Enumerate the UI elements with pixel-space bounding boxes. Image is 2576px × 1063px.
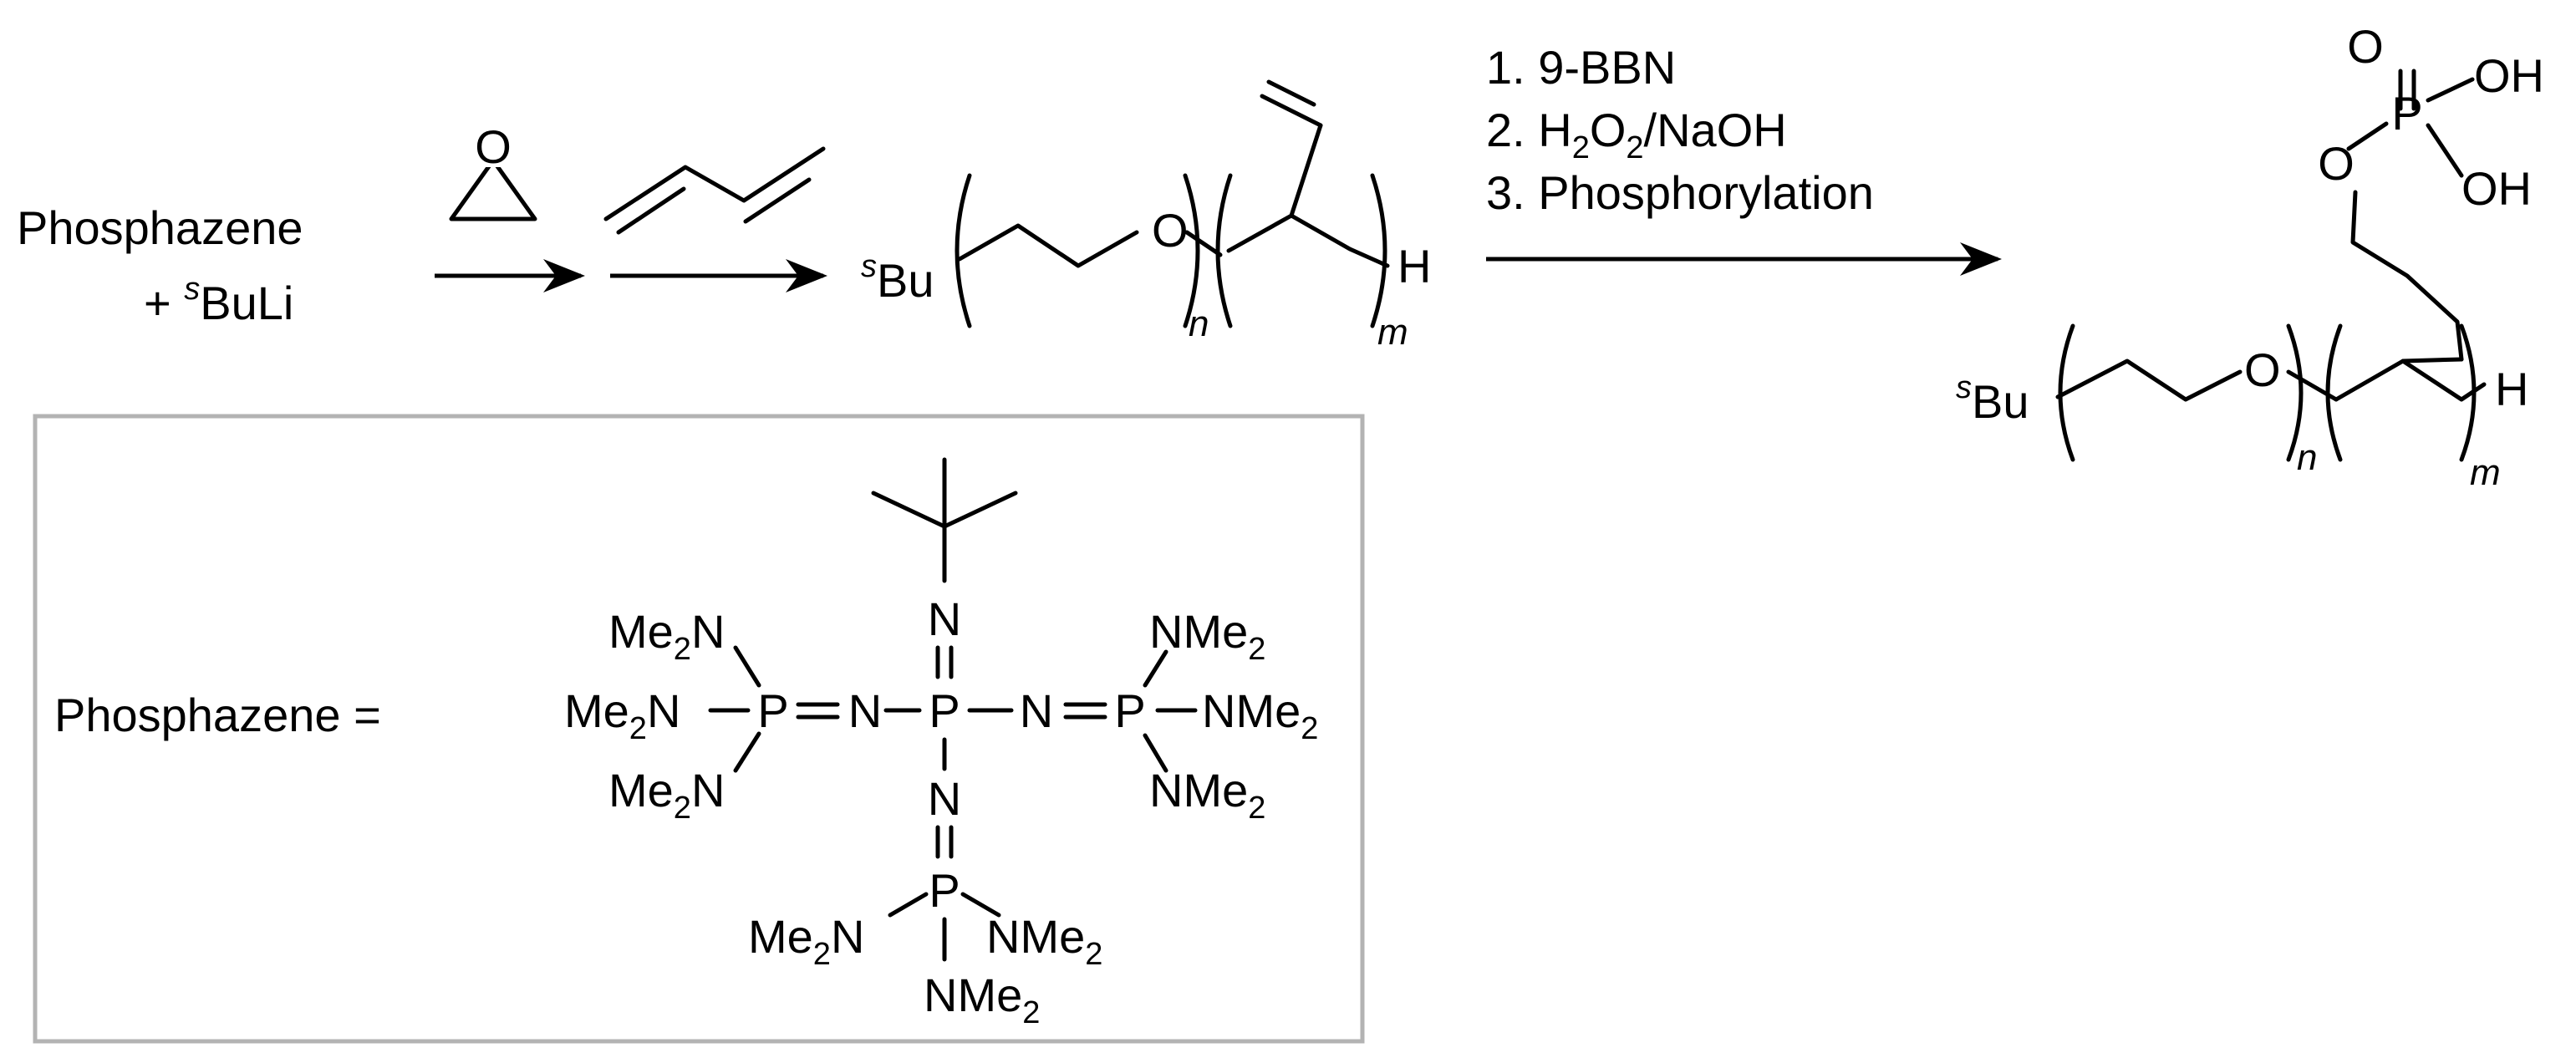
right-phosphorus: P bbox=[1114, 684, 1145, 737]
epoxide-oxygen: O bbox=[475, 120, 512, 173]
sbuli-label: + sBuLi bbox=[144, 272, 293, 329]
condition-step-2: 2. H2O2/NaOH bbox=[1486, 104, 1787, 165]
pb-close-paren bbox=[1370, 173, 1387, 328]
vinyl-double-1 bbox=[1260, 94, 1323, 128]
butadiene bbox=[603, 146, 826, 221]
right-p-nme2-right: NMe2 bbox=[1202, 684, 1318, 746]
product-ether-oxygen: O bbox=[2244, 343, 2281, 396]
pb-backbone bbox=[1226, 213, 1390, 268]
product-sbu-group: sBu bbox=[1956, 370, 2029, 428]
right-p-nme2-bottom: NMe2 bbox=[1149, 764, 1265, 826]
product-polymer: O P OH OH O sBu O n H m bbox=[1956, 20, 2544, 493]
phosphate-hydroxyl-2: OH bbox=[2461, 162, 2532, 215]
end-hydrogen: H bbox=[1397, 240, 1431, 292]
vinyl-double-2 bbox=[1266, 79, 1316, 107]
condition-step-1: 1. 9-BBN bbox=[1486, 41, 1676, 94]
phosphate-hydroxyl-1: OH bbox=[2474, 49, 2544, 102]
step-arrow-functionalization: 1. 9-BBN 2. H2O2/NaOH 3. Phosphorylation bbox=[1486, 41, 2002, 276]
peo-backbone bbox=[957, 223, 1139, 268]
top-nitrogen: N bbox=[928, 593, 961, 645]
product-pb-close-paren bbox=[2459, 323, 2477, 462]
peo-open-paren bbox=[955, 173, 972, 328]
bottom-phosphorus: P bbox=[929, 864, 960, 917]
sbu-group: sBu bbox=[861, 249, 934, 307]
bottom-p-nme2-bottom: NMe2 bbox=[924, 969, 1040, 1030]
central-phosphorus: P bbox=[929, 684, 960, 737]
phosphate-double-bond-oxygen: O bbox=[2347, 20, 2384, 73]
subscript-n: n bbox=[1189, 303, 1209, 344]
product-pb-open-paren bbox=[2325, 323, 2343, 462]
left-p-me2n-top: Me2N bbox=[608, 605, 725, 667]
phosphate-ester-oxygen: O bbox=[2318, 137, 2355, 190]
condition-step-3: 3. Phosphorylation bbox=[1486, 166, 1874, 219]
left-p-me2n-left: Me2N bbox=[564, 684, 680, 746]
pb-open-paren bbox=[1215, 173, 1233, 328]
product-peo-close-paren bbox=[2286, 323, 2304, 462]
left-p-me2n-bottom: Me2N bbox=[608, 764, 725, 826]
bottom-p-nme2-right: NMe2 bbox=[986, 910, 1102, 972]
product-pb-backbone bbox=[2334, 359, 2487, 402]
peo-close-paren bbox=[1183, 173, 1200, 328]
product-subscript-m: m bbox=[2470, 452, 2501, 493]
ether-oxygen: O bbox=[1152, 204, 1189, 257]
bottom-p-me2n-left: Me2N bbox=[748, 910, 864, 972]
right-p-nme2-top: NMe2 bbox=[1149, 605, 1265, 667]
phosphazene-definition-label: Phosphazene = bbox=[54, 689, 381, 741]
intermediate-polymer: sBu O n H m bbox=[861, 79, 1431, 353]
right-nitrogen: N bbox=[1020, 684, 1053, 737]
product-peo-backbone bbox=[2055, 359, 2243, 402]
left-phosphorus: P bbox=[757, 684, 788, 737]
vinyl-stem bbox=[1289, 123, 1323, 218]
phosphazene-label: Phosphazene bbox=[17, 201, 303, 254]
step-arrow-epoxide: O bbox=[435, 119, 585, 292]
product-end-hydrogen: H bbox=[2495, 363, 2528, 415]
phosphorus-atom: P bbox=[2391, 87, 2422, 140]
starting-reagents: Phosphazene + sBuLi bbox=[17, 201, 303, 329]
product-subscript-n: n bbox=[2297, 437, 2317, 478]
propyl-linker bbox=[2350, 190, 2464, 362]
structure-frame bbox=[33, 414, 1365, 1044]
left-nitrogen: N bbox=[848, 684, 882, 737]
product-peo-open-paren bbox=[2058, 323, 2075, 462]
subscript-m: m bbox=[1377, 312, 1408, 353]
phosphazene-structure-box: Phosphazene = N P N P Me2N Me2N Me2N N P… bbox=[33, 414, 1365, 1044]
step-arrow-butadiene bbox=[603, 146, 827, 292]
epoxide-ring bbox=[449, 158, 537, 221]
bottom-nitrogen: N bbox=[928, 772, 961, 825]
